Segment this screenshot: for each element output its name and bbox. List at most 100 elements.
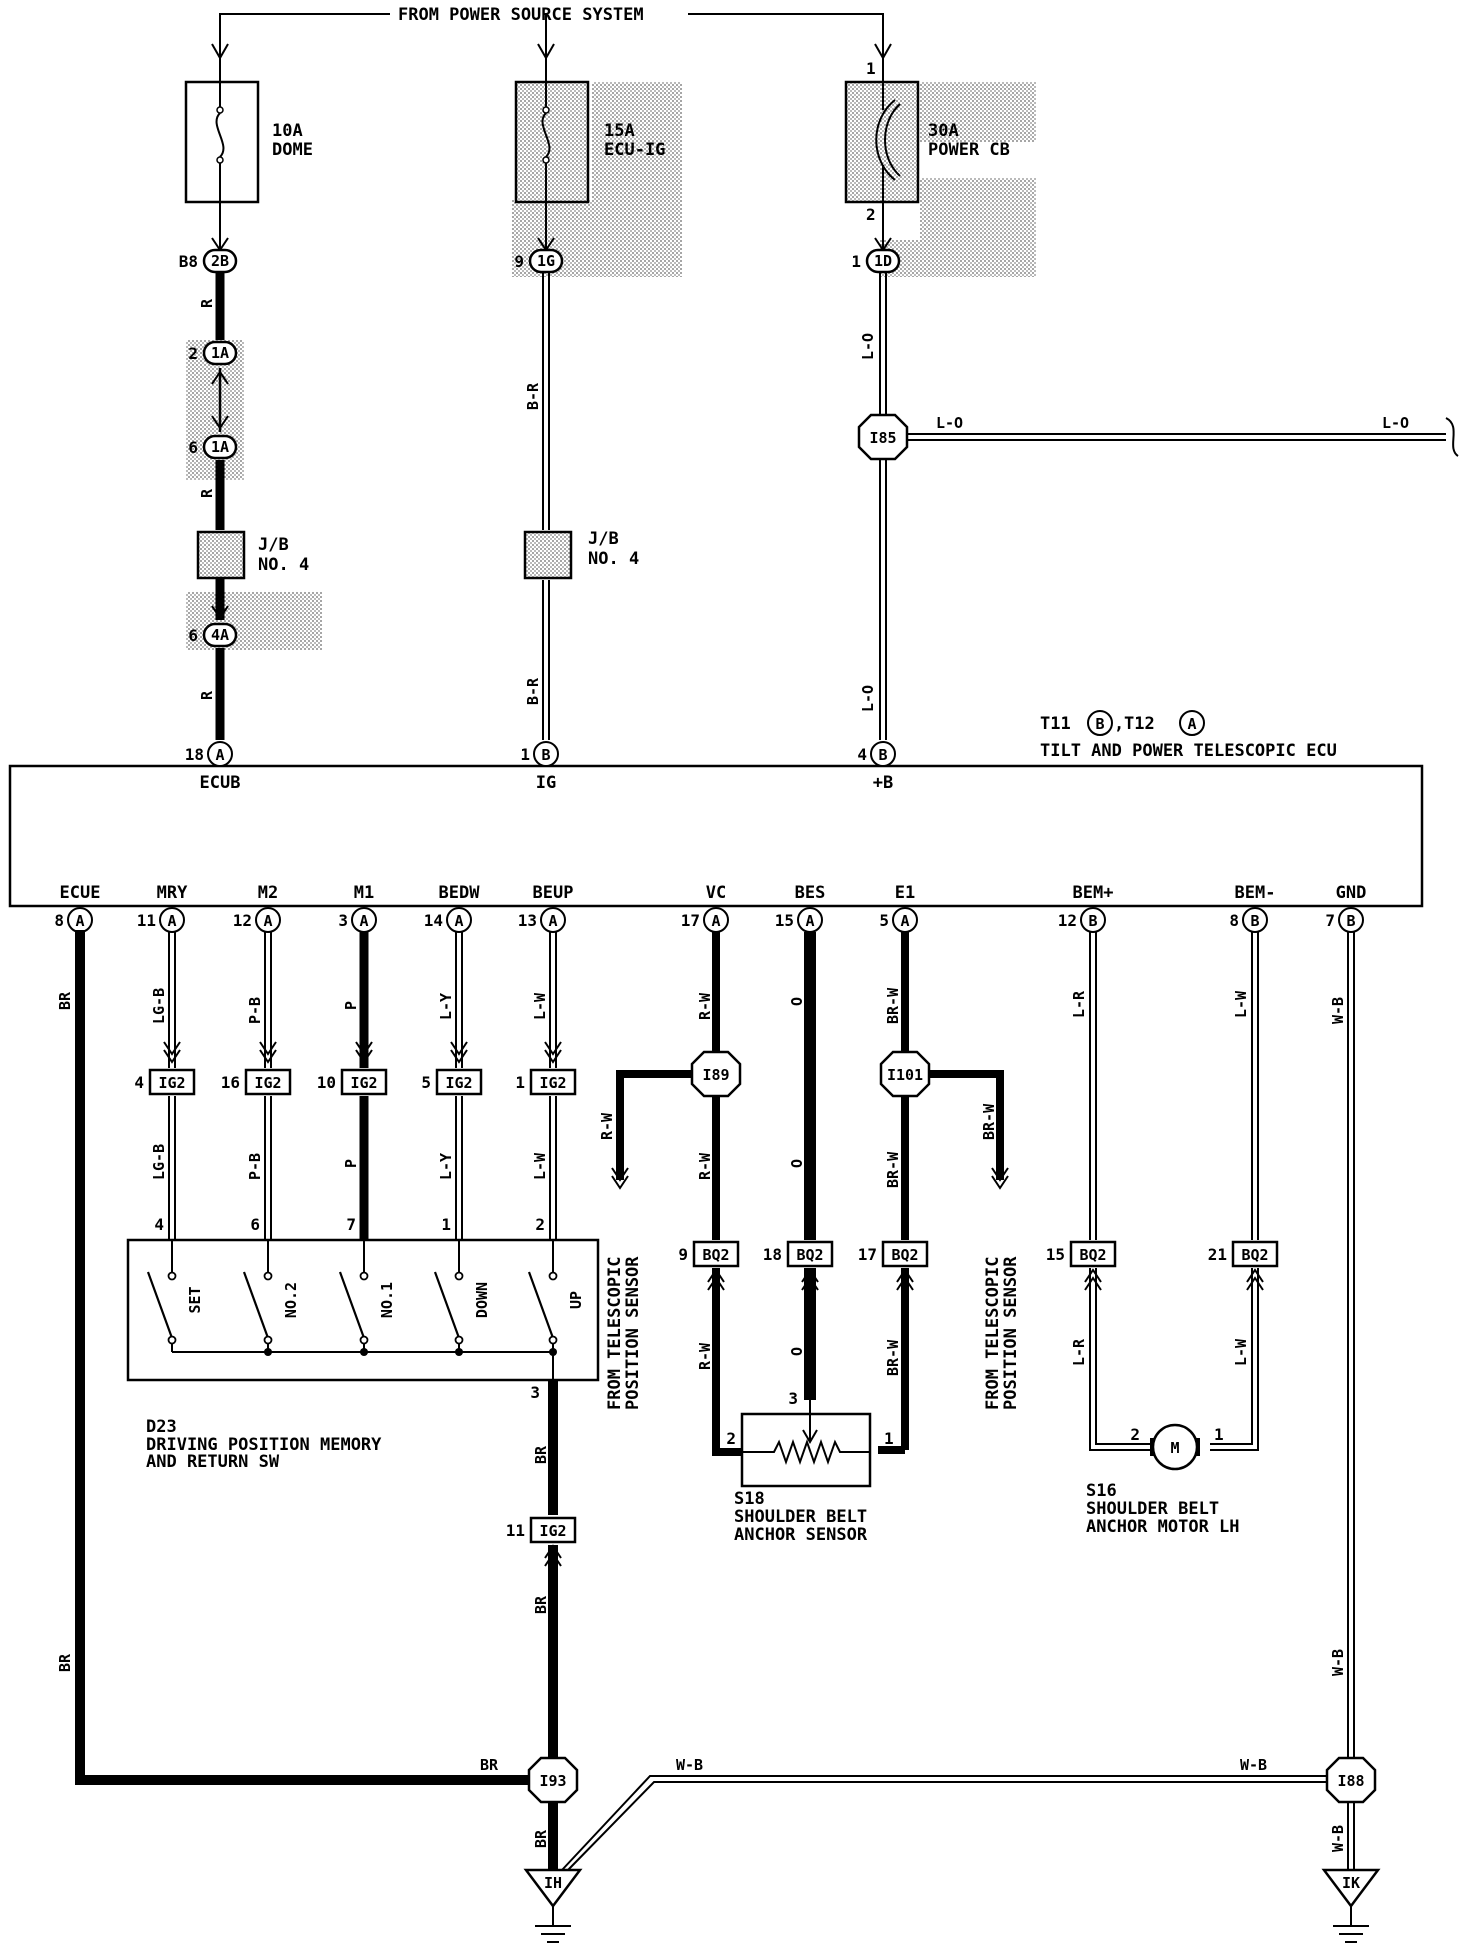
wl-rw-2: R-W	[696, 1152, 714, 1180]
connector-bq2-pin: 15	[1046, 1245, 1065, 1264]
ecu-bottom-terminal-name: ECUE	[60, 883, 101, 903]
connector-ig2-label: IG2	[254, 1074, 281, 1092]
wl-p-1: P	[342, 1001, 360, 1010]
ecu-bottom-terminal-circle	[1080, 907, 1106, 933]
wl-br-5: BR	[532, 1595, 550, 1614]
ecu-id-sep: ,	[1114, 714, 1124, 734]
switch-contact-top	[454, 1271, 464, 1281]
circuit-breaker-power	[844, 58, 920, 250]
wire-label-lo3: L-O	[936, 414, 963, 432]
ecu-bottom-terminal-conn: A	[167, 912, 176, 930]
connector-bq2-box	[1231, 1240, 1279, 1268]
wire-label-r1: R	[198, 298, 216, 308]
wl-brw-1: BR-W	[884, 987, 902, 1024]
d23-line2: AND RETURN SW	[146, 1452, 280, 1472]
ground-ih-label: IH	[544, 1874, 562, 1892]
connector-ig2-label: IG2	[158, 1074, 185, 1092]
wl-br-3: BR	[480, 1756, 499, 1774]
wl-brw-3: BR-W	[884, 1339, 902, 1376]
wl-rw-1: R-W	[696, 992, 714, 1020]
wire-l-o	[879, 272, 1459, 740]
ecu-id-t12: T12	[1124, 714, 1155, 734]
wl-pb-1: P-B	[246, 997, 264, 1024]
ecu-top-terminal-conn: B	[541, 746, 550, 764]
pin-2: 2	[188, 344, 198, 363]
ecu-bottom-terminal-name: BES	[795, 883, 826, 903]
wl-o-3: O	[788, 1347, 806, 1356]
junction-i89	[690, 1050, 742, 1098]
motor-label: M	[1170, 1439, 1179, 1457]
wl-lgb-1: LG-B	[150, 988, 168, 1024]
conn-1d: 1D	[874, 252, 892, 270]
switch-contact-bottom	[548, 1335, 558, 1345]
ecu-bottom-terminal-name: BEM-	[1235, 883, 1276, 903]
ground-ih	[523, 1868, 583, 1943]
lower-wiring	[75, 930, 1355, 1871]
wiper-arrow-icon	[802, 1429, 818, 1444]
connector-ig2-pin: 1	[515, 1073, 525, 1092]
ecu-bottom-terminal-conn: B	[1088, 912, 1097, 930]
ecu-bottom-terminal-pin: 11	[137, 911, 156, 930]
ecu-bottom-terminal-pin: 7	[1325, 911, 1335, 930]
pin-b8: B8	[179, 252, 198, 271]
ecu-bottom-terminal-circle	[446, 907, 472, 933]
switch-common-pin: 3	[530, 1383, 540, 1402]
wire-label-lo2: L-O	[859, 685, 877, 712]
switch-label: NO.1	[378, 1282, 396, 1318]
connector-ig2-pin: 10	[317, 1073, 336, 1092]
switch-blade	[242, 1271, 270, 1339]
ecu-top-terminal-pin: 18	[185, 745, 204, 764]
ecu-top-terminal-name: +B	[873, 773, 893, 793]
junction-i93	[527, 1756, 579, 1804]
connector-bq2-label: BQ2	[891, 1246, 918, 1264]
ecu-bottom-terminal-pin: 13	[518, 911, 537, 930]
ecu-name: TILT AND POWER TELESCOPIC ECU	[1040, 741, 1337, 761]
ecu-bottom-terminal-conn: A	[454, 912, 463, 930]
telescopic-label-right: FROM TELESCOPIC POSITION SENSOR	[983, 1256, 1021, 1410]
pin-6b: 6	[188, 626, 198, 645]
wl-brw-4: BR-W	[980, 1103, 998, 1140]
switch-terminal-pin: 2	[535, 1215, 545, 1234]
tel-left-1: FROM TELESCOPIC	[605, 1256, 625, 1410]
d23-id: D23	[146, 1417, 177, 1437]
connector-ig2-box	[244, 1068, 292, 1096]
wl-lgb-2: LG-B	[150, 1144, 168, 1180]
ecu-bottom-terminal-conn: A	[263, 912, 272, 930]
lower-wire-arrows	[163, 1041, 1264, 1567]
switch-contact-bottom	[359, 1335, 369, 1345]
connector-bq2-pin: 17	[858, 1245, 877, 1264]
connector-bq2-pin: 21	[1208, 1245, 1227, 1264]
connector-ig2-lower-box	[529, 1516, 577, 1544]
wl-lr-1: L-R	[1070, 990, 1088, 1018]
connector-ig2-box	[148, 1068, 196, 1096]
sensor-resistor-icon	[760, 1438, 856, 1466]
jb-arrows	[211, 370, 229, 430]
connector-ig2-box	[529, 1068, 577, 1096]
connector-bq2-label: BQ2	[1079, 1246, 1106, 1264]
ecu-bottom-terminal-circle	[255, 907, 281, 933]
wire-b-r	[542, 272, 550, 740]
ecu-bottom-terminal-pin: 8	[54, 911, 64, 930]
junction-block-1	[196, 530, 246, 580]
junction-block-2	[523, 530, 573, 580]
ecu-bottom-terminal-conn: A	[711, 912, 720, 930]
wl-brw-2: BR-W	[884, 1151, 902, 1188]
pin-9: 9	[514, 252, 524, 271]
tel-right-2: POSITION SENSOR	[1001, 1256, 1021, 1410]
switch-blade	[146, 1271, 174, 1339]
ecu-bottom-terminal-conn: A	[805, 912, 814, 930]
power-source-label: FROM POWER SOURCE SYSTEM	[398, 5, 644, 25]
ecu-top-terminal-circle	[870, 741, 896, 767]
connector-ig2-pin: 16	[221, 1073, 240, 1092]
switch-contact-bottom	[454, 1335, 464, 1345]
jb1-line2: NO. 4	[258, 555, 309, 575]
jb2-line2: NO. 4	[588, 549, 639, 569]
connector-ig2-pin: 4	[134, 1073, 144, 1092]
junction-i88-label: I88	[1337, 1772, 1364, 1790]
fuse-dome-rating: 10A	[272, 121, 303, 141]
ground-ik	[1321, 1868, 1381, 1943]
connector-ig2-label: IG2	[350, 1074, 377, 1092]
s18-pin-2: 2	[726, 1429, 736, 1448]
junction-i101-label: I101	[887, 1066, 923, 1084]
